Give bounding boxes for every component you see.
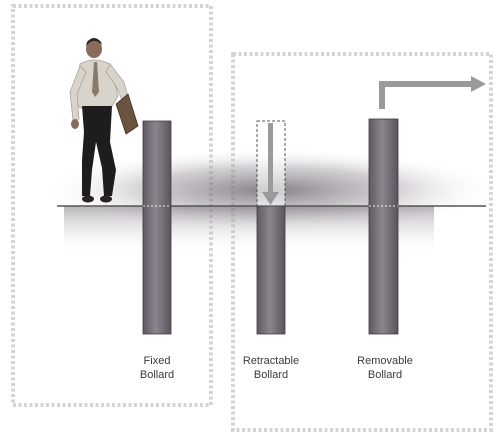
- retractable-bollard-caption: Retractable Bollard: [216, 354, 326, 382]
- caption-line: Fixed: [143, 355, 171, 367]
- caption-line: Bollard: [367, 369, 403, 381]
- caption-line: Bollard: [139, 369, 175, 381]
- fixed-bollard: [142, 120, 172, 335]
- fixed-bollard-caption: Fixed Bollard: [102, 354, 212, 382]
- removable-bollard: [368, 118, 399, 335]
- retractable-bollard: [256, 205, 286, 335]
- caption-line: Bollard: [253, 369, 289, 381]
- caption-line: Retractable: [242, 355, 300, 367]
- caption-line: Removable: [357, 355, 413, 367]
- pedestrian-figure: [69, 38, 139, 203]
- removable-bollard-caption: Removable Bollard: [330, 354, 440, 382]
- right-arrow-icon: [379, 76, 486, 109]
- down-arrow-icon: [262, 123, 279, 205]
